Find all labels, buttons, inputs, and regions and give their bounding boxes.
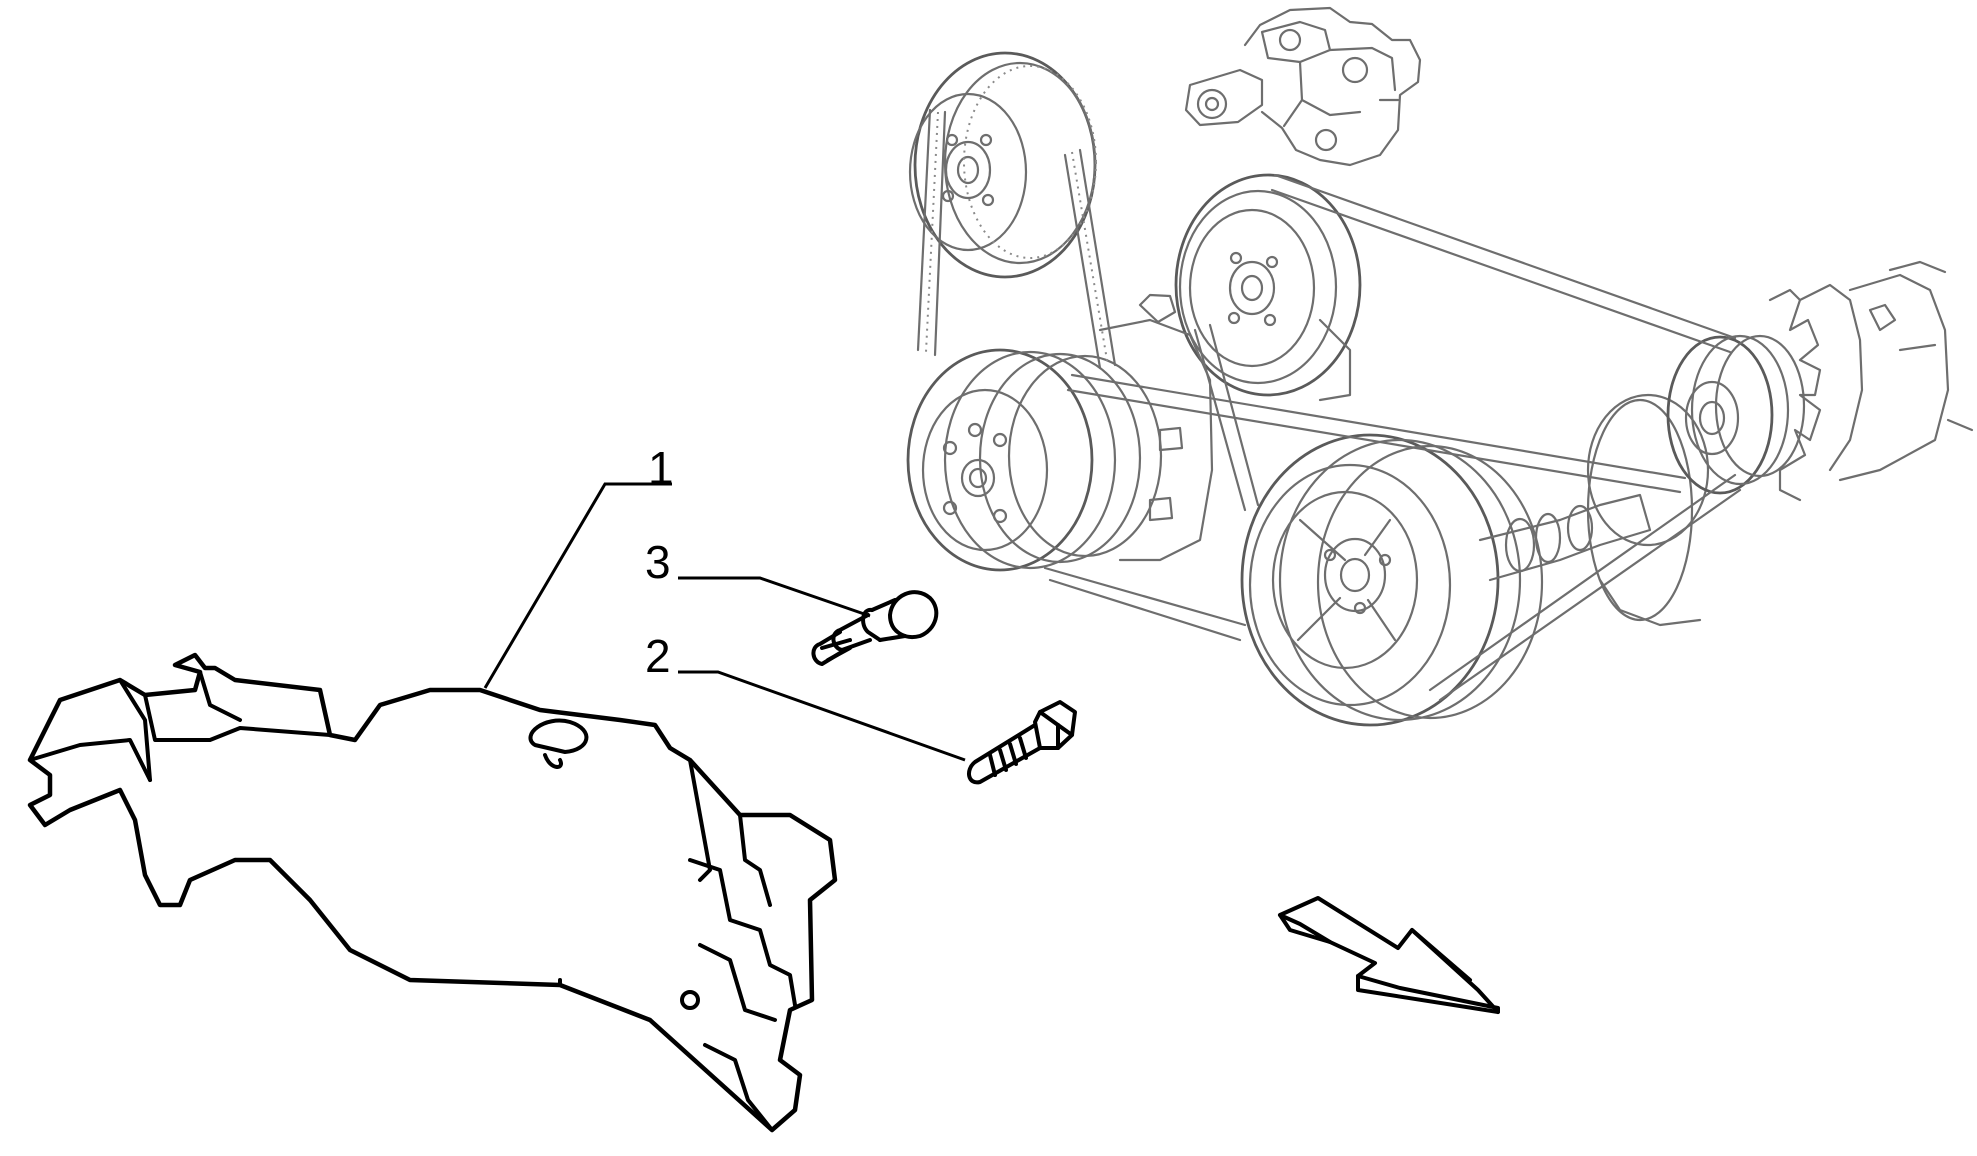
leader-line: [678, 670, 966, 762]
crankshaft-pulley: [1240, 433, 1544, 727]
drive-belts: [916, 108, 1742, 702]
leader-line: [483, 482, 672, 689]
callout-2: 2: [645, 630, 966, 762]
callout-3: 3: [645, 536, 871, 618]
ac-compressor: [906, 293, 1214, 572]
crankshaft-extension: [1478, 393, 1710, 627]
direction-arrow-icon: [1278, 896, 1500, 1014]
belt-guard-cover: [27, 652, 838, 1133]
water-pump-pulley: [908, 51, 1097, 279]
alternator: [1666, 260, 1974, 502]
hex-bolt: [967, 700, 1077, 785]
power-steering-pump: [1184, 6, 1422, 167]
callout-number: 1: [648, 442, 674, 494]
leader-line: [678, 576, 871, 618]
callout-number: 3: [645, 536, 671, 588]
idler-pulley: [1174, 173, 1362, 402]
engine-accessory-drive-icon: [906, 6, 1974, 727]
callout-1: 1: [483, 442, 674, 689]
self-tapping-screw: [811, 590, 939, 666]
callout-number: 2: [645, 630, 671, 682]
